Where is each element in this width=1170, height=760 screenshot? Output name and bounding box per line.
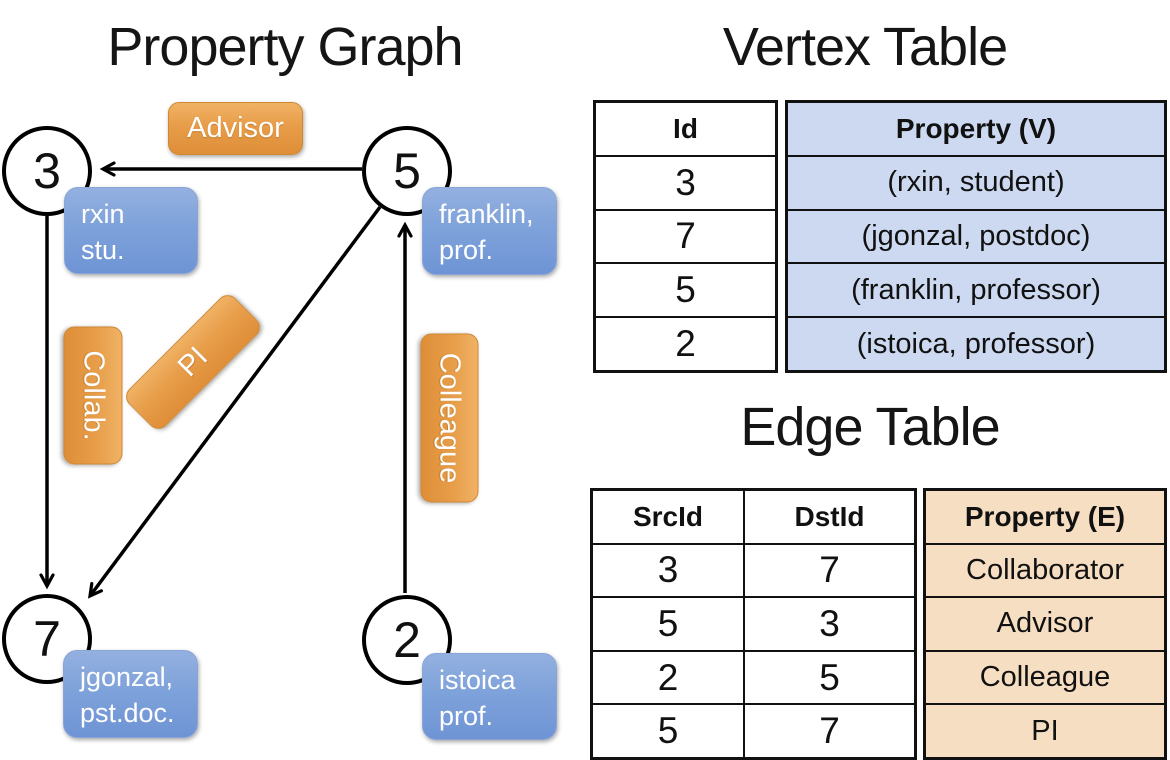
vertex-property-box-istoica: istoica prof. [422,653,557,740]
table-row: Advisor [926,596,1164,650]
table-row: (istoica, professor) [788,316,1164,370]
edge-dst-cell: 7 [743,544,914,597]
node-5-id: 5 [393,143,421,199]
edge-dst-cell: 7 [743,705,914,757]
edge-property-cell: Colleague [926,651,1164,704]
vertex-property-line1: franklin, [439,199,534,229]
vertex-property-box-franklin: franklin, prof. [422,187,557,275]
edge-property-cell: Advisor [926,598,1164,650]
edge-label-advisor: Advisor [168,102,303,155]
vertex-property-cell: (istoica, professor) [788,318,1164,370]
vertex-table-title: Vertex Table [722,17,1008,77]
edge-src-cell: 5 [657,710,679,752]
table-row: 2 [596,316,775,370]
edge-src-cell: 3 [657,549,679,591]
table-row: Collaborator [926,542,1164,597]
edge-label-pi: PI [121,290,265,434]
vertex-property-line2: prof. [439,235,494,266]
table-row: 3 7 [593,542,914,597]
table-row: 2 5 [593,649,914,704]
edge-src-cell: 5 [657,602,679,644]
edge-table-title: Edge Table [740,397,1000,457]
vertex-property-box-jgonzal: jgonzal, pst.doc. [63,650,198,738]
property-graph-title: Property Graph [107,17,463,77]
edge-table-id-columns: SrcId DstId 3 7 5 3 2 5 5 7 [590,488,917,760]
table-row: 3 [596,154,775,209]
vertex-property-line1: jgonzal, [80,662,174,692]
edge-property-cell: Collaborator [926,544,1164,597]
table-row: 7 [596,208,775,263]
table-row: (rxin, student) [788,154,1164,209]
vertex-table-id-column: Id 3 7 5 2 [593,100,778,373]
table-row: 5 [596,262,775,316]
node-7-id: 7 [33,611,61,667]
edge-dst-cell: 3 [743,598,914,650]
vertex-table-property-column: Property (V) (rxin, student) (jgonzal, p… [785,100,1167,373]
graph-node-5: 5 [362,126,452,216]
vertex-property-line1: rxin [81,199,125,229]
vertex-id-cell: 2 [675,323,696,365]
edge-srcid-header: SrcId [632,500,704,532]
table-row: (franklin, professor) [788,262,1164,317]
table-row: (jgonzal, postdoc) [788,208,1164,263]
edge-label-colleague: Colleague [420,333,479,503]
vertex-id-cell: 5 [675,269,696,311]
table-row: Colleague [926,649,1164,704]
vertex-property-line2: stu. [81,235,125,266]
graph-node-3: 3 [2,126,92,216]
table-row: 5 3 [593,596,914,650]
edge-property-cell: PI [926,705,1164,757]
table-row: 5 7 [593,703,914,757]
node-2-id: 2 [393,612,421,668]
edge-dst-cell: 5 [743,651,914,704]
edge-property-header: Property (E) [926,491,1164,543]
graph-node-2: 2 [362,595,452,685]
node-3-id: 3 [33,143,61,199]
vertex-property-line1: istoica [439,665,516,695]
vertex-id-header: Id [673,112,698,144]
vertex-property-cell: (jgonzal, postdoc) [788,210,1164,263]
edge-table-property-column: Property (E) Collaborator Advisor Collea… [923,488,1167,760]
edge-dstid-header: DstId [743,491,914,543]
vertex-property-box-rxin: rxin stu. [64,187,198,274]
table-row: PI [926,703,1164,757]
vertex-property-line2: prof. [439,701,494,732]
vertex-id-cell: 3 [675,161,696,203]
vertex-property-cell: (franklin, professor) [788,264,1164,317]
vertex-property-line2: pst.doc. [80,698,175,729]
vertex-id-cell: 7 [675,215,696,257]
vertex-property-cell: (rxin, student) [788,156,1164,209]
edge-src-cell: 2 [657,656,679,698]
edge-label-collab: Collab. [63,326,123,465]
vertex-property-header: Property (V) [788,103,1164,155]
